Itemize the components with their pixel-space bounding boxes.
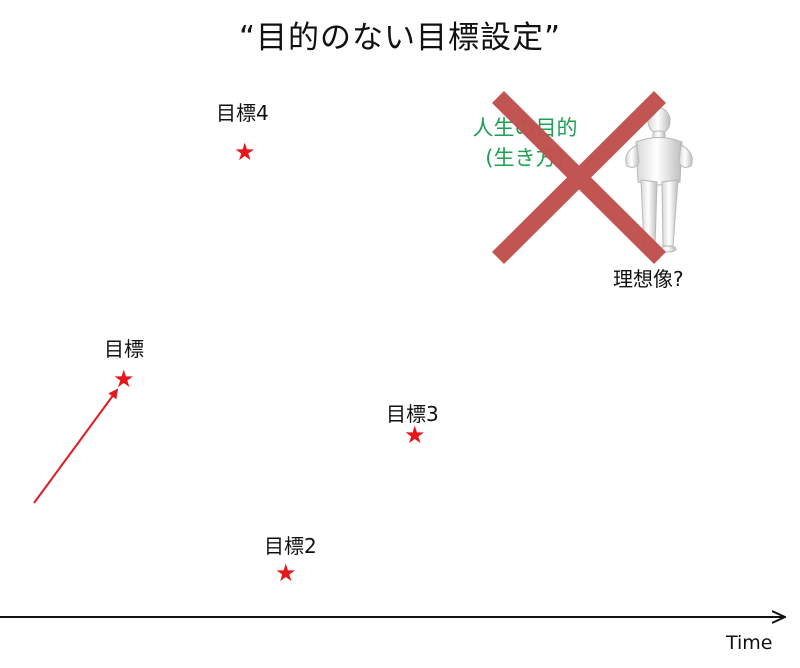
cross-mark-icon	[492, 90, 666, 265]
goal3-label: 目標3	[386, 402, 439, 426]
time-axis-label: Time	[726, 632, 773, 654]
goal-arrow	[33, 388, 119, 504]
ideal-self-label: 理想像?	[613, 267, 684, 291]
goal4-label: 目標4	[216, 101, 269, 125]
goal1-star-icon: ★	[113, 365, 135, 393]
slide-title: “目的のない目標設定”	[238, 20, 562, 56]
goal1-label: 目標	[104, 337, 144, 361]
goal2-star-icon: ★	[275, 559, 297, 587]
goal2-label: 目標2	[264, 534, 317, 558]
goal3-star-icon: ★	[404, 421, 426, 449]
goal4-star-icon: ★	[234, 138, 256, 166]
